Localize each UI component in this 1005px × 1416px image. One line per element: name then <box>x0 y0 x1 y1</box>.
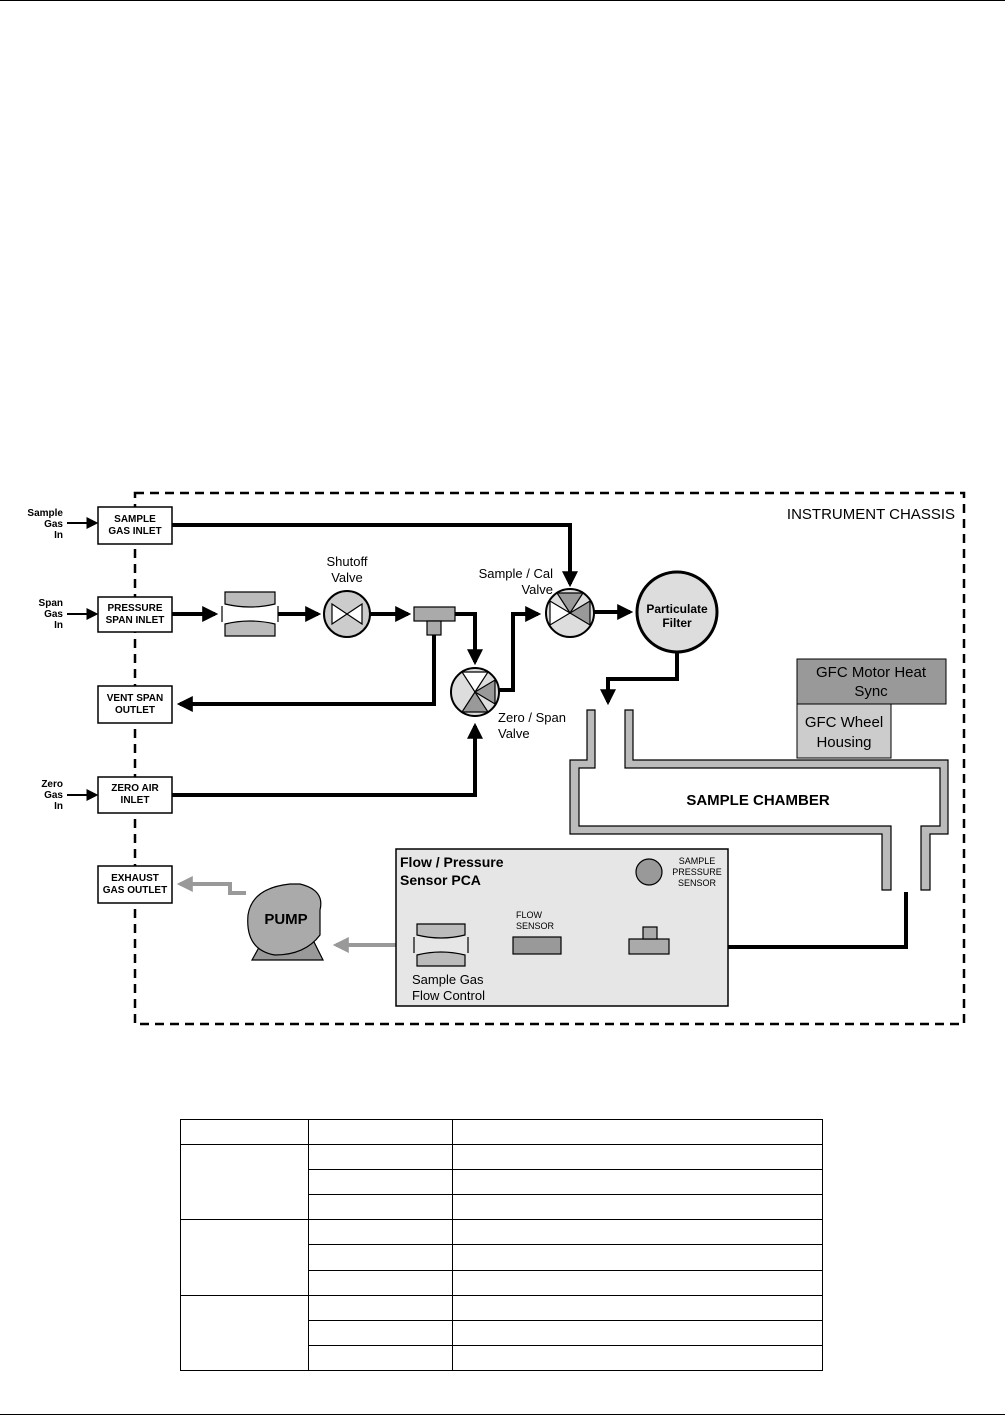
zero-span-valve <box>450 667 500 717</box>
sample-cal-valve <box>545 588 595 638</box>
pressure-span-inlet-port: PRESSURE SPAN INLET <box>97 596 173 633</box>
svg-text:VENT SPAN: VENT SPAN <box>107 693 164 704</box>
filter-to-chamber-line <box>600 652 679 706</box>
svg-text:Span: Span <box>39 598 63 609</box>
shutoff-valve <box>323 590 371 638</box>
sample-gas-inlet-port: SAMPLE GAS INLET <box>97 506 173 545</box>
gfc-motor-heat-sync <box>796 658 947 705</box>
zero-air-line <box>172 722 483 797</box>
svg-text:Flow Control: Flow Control <box>412 988 485 1003</box>
chassis-label: INSTRUMENT CHASSIS <box>787 506 955 523</box>
tee-to-zero-span-line <box>455 612 483 666</box>
zero-span-valve-label: Zero / Span Valve <box>498 710 566 741</box>
svg-text:Sample: Sample <box>27 508 63 519</box>
exhaust-gas-outlet-port: EXHAUST GAS OUTLET <box>97 865 173 904</box>
svg-text:Gas: Gas <box>44 609 63 620</box>
instrument-chassis-border <box>133 491 966 1026</box>
sample-gas-line <box>172 523 578 588</box>
table-row <box>180 1144 823 1221</box>
bottom-rule <box>0 1414 1005 1415</box>
chamber-exhaust-line <box>684 892 908 955</box>
table-row <box>180 1294 823 1372</box>
shutoff-valve-label: Shutoff Valve <box>327 554 368 585</box>
sample-pressure-sensor-label: SAMPLE PRESSURE SENSOR <box>672 856 722 888</box>
pump <box>247 883 324 961</box>
svg-text:Gas: Gas <box>44 790 63 801</box>
pca-tee-fitting <box>628 926 670 955</box>
pump-to-exhaust-line <box>176 876 246 895</box>
svg-text:GAS INLET: GAS INLET <box>108 526 161 537</box>
svg-text:Sensor PCA: Sensor PCA <box>400 872 481 888</box>
svg-text:GFC Wheel: GFC Wheel <box>805 714 883 731</box>
span-gas-in-label: Span Gas In <box>39 598 64 631</box>
empty-table <box>180 1118 823 1372</box>
sample-cal-valve-label: Sample / Cal Valve <box>479 566 554 597</box>
svg-text:Valve: Valve <box>498 726 530 741</box>
vent-span-outlet-port: VENT SPAN OUTLET <box>97 685 173 724</box>
svg-text:GFC Motor Heat: GFC Motor Heat <box>816 664 927 681</box>
svg-text:SAMPLE: SAMPLE <box>114 514 156 525</box>
svg-text:PRESSURE: PRESSURE <box>672 867 722 877</box>
svg-text:Zero / Span: Zero / Span <box>498 710 566 725</box>
zero-gas-in-label: Zero Gas In <box>41 779 63 812</box>
sample-chamber <box>569 709 949 891</box>
pump-label: PUMP <box>264 911 307 928</box>
gfc-wheel-housing <box>796 703 892 759</box>
sample-gas-flow-control <box>413 923 469 967</box>
svg-text:Flow / Pressure: Flow / Pressure <box>400 854 504 870</box>
svg-text:Filter: Filter <box>662 616 692 630</box>
sample-chamber-label: SAMPLE CHAMBER <box>686 792 830 809</box>
sample-gas-flow-control-label: Sample Gas Flow Control <box>412 972 485 1003</box>
sensor-pca-label: Flow / Pressure Sensor PCA <box>400 854 504 888</box>
svg-text:Gas: Gas <box>44 519 63 530</box>
svg-text:GAS OUTLET: GAS OUTLET <box>103 885 167 896</box>
svg-text:In: In <box>54 530 63 541</box>
svg-text:Sample Gas: Sample Gas <box>412 972 484 987</box>
svg-text:INLET: INLET <box>121 795 150 806</box>
span-tee-fitting <box>413 606 456 636</box>
sample-gas-in-label: Sample Gas In <box>27 508 63 541</box>
top-rule <box>0 0 1005 1</box>
svg-text:OUTLET: OUTLET <box>115 705 155 716</box>
svg-text:Sample / Cal: Sample / Cal <box>479 566 554 581</box>
zero-span-to-sample-cal-line <box>497 606 542 692</box>
svg-text:In: In <box>54 801 63 812</box>
table-row <box>180 1219 823 1296</box>
svg-text:In: In <box>54 620 63 631</box>
vent-line <box>176 622 436 712</box>
svg-text:ZERO AIR: ZERO AIR <box>111 783 159 794</box>
pneumatic-flow-diagram: INSTRUMENT CHASSIS Sample Gas In Span Ga… <box>27 491 966 1026</box>
svg-text:FLOW: FLOW <box>516 910 543 920</box>
flow-sensor <box>512 936 562 955</box>
table-row <box>181 1269 823 1296</box>
particulate-filter <box>635 570 719 654</box>
zero-air-inlet-port: ZERO AIR INLET <box>97 776 173 814</box>
svg-text:Valve: Valve <box>331 570 363 585</box>
table-row <box>180 1118 823 1146</box>
span-critical-orifice <box>221 591 279 637</box>
svg-text:SAMPLE: SAMPLE <box>679 856 716 866</box>
svg-text:Sync: Sync <box>854 683 888 700</box>
svg-text:Zero: Zero <box>41 779 63 790</box>
svg-text:SENSOR: SENSOR <box>678 878 717 888</box>
svg-text:PRESSURE: PRESSURE <box>107 603 162 614</box>
svg-text:Shutoff: Shutoff <box>327 554 368 569</box>
svg-text:Particulate: Particulate <box>646 602 708 616</box>
table-row <box>181 1319 823 1346</box>
flow-sensor-label: FLOW SENSOR <box>516 910 555 931</box>
svg-text:Valve: Valve <box>521 582 553 597</box>
svg-text:Housing: Housing <box>816 734 871 751</box>
svg-text:SENSOR: SENSOR <box>516 921 555 931</box>
sample-pressure-sensor <box>635 858 663 886</box>
svg-text:SPAN INLET: SPAN INLET <box>106 615 165 626</box>
svg-text:EXHAUST: EXHAUST <box>111 873 159 884</box>
particulate-filter-label: Particulate Filter <box>646 602 708 630</box>
table-row <box>181 1244 823 1271</box>
table-row <box>181 1344 823 1372</box>
